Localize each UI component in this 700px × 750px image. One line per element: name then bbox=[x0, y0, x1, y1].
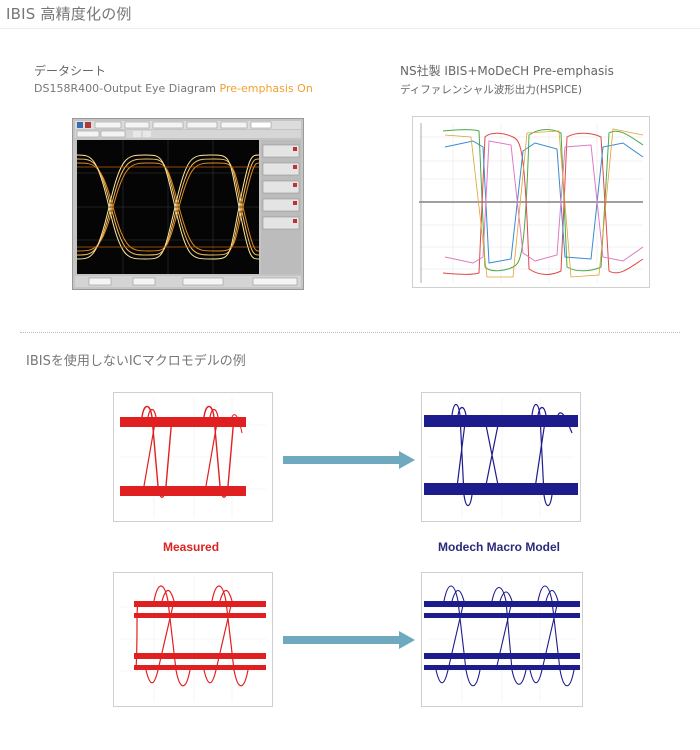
scope-screenshot-graphic bbox=[73, 119, 303, 289]
measured-eye-2 bbox=[113, 572, 273, 707]
datasheet-subtitle: DS158R400-Output Eye Diagram Pre-emphasi… bbox=[34, 82, 313, 95]
arrow-right-icon bbox=[283, 631, 415, 649]
datasheet-subtitle-main: DS158R400-Output Eye Diagram bbox=[34, 82, 220, 95]
hspice-waveform-image bbox=[412, 116, 650, 288]
model-eye-2 bbox=[421, 572, 583, 707]
scope-eye-diagram-image bbox=[72, 118, 304, 290]
model-eye-1 bbox=[421, 392, 581, 522]
title-divider bbox=[0, 28, 700, 29]
arrow-right-icon bbox=[283, 451, 415, 469]
ns-model-subtitle: ディファレンシャル波形出力(HSPICE) bbox=[400, 84, 582, 96]
ns-model-title: NS社製 IBIS+MoDeCH Pre-emphasis bbox=[400, 64, 614, 78]
caption-modech-macro-model: Modech Macro Model bbox=[438, 540, 561, 554]
datasheet-title: データシート bbox=[34, 64, 107, 78]
section-divider bbox=[20, 332, 680, 333]
caption-measured: Measured bbox=[163, 540, 220, 554]
hspice-waveform-graphic bbox=[419, 123, 644, 283]
macro-model-section-title: IBISを使用しないICマクロモデルの例 bbox=[26, 354, 246, 369]
datasheet-subtitle-highlight: Pre-emphasis On bbox=[219, 82, 313, 95]
measured-eye-1 bbox=[113, 392, 273, 522]
page-title: IBIS 高精度化の例 bbox=[6, 5, 132, 23]
